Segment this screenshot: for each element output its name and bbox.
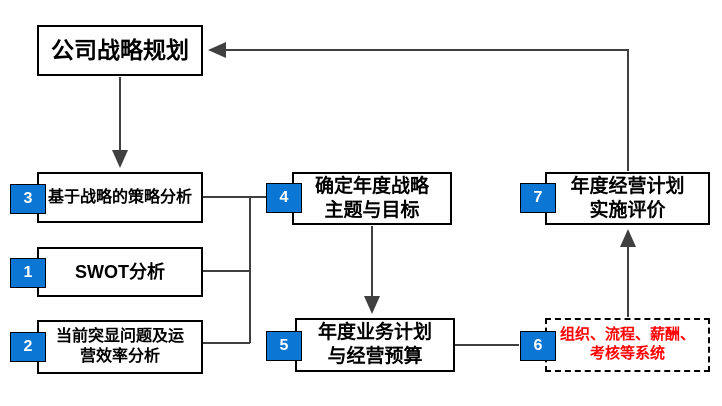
node-business-plan-line2: 与经营预算	[327, 346, 423, 367]
node-strategy-based-analysis-label: 基于战略的策略分析	[47, 188, 192, 206]
node-business-plan-line1: 年度业务计划	[317, 322, 432, 344]
step-badge-4: 4	[266, 183, 302, 213]
node-annual-strategy-line1: 确定年度战略	[314, 175, 429, 197]
node-current-issues-line2: 营效率分析	[79, 348, 160, 365]
step-badge-1: 1	[10, 258, 46, 288]
step-badge-3: 3	[10, 184, 46, 214]
node-current-issues-line1: 当前突显问题及运	[55, 328, 184, 345]
node-swot-analysis-label: SWOT分析	[75, 261, 165, 282]
node-current-issues-analysis: 当前突显问题及运 营效率分析	[37, 320, 203, 374]
node-annual-plan-evaluation: 年度经营计划 实施评价	[545, 172, 710, 225]
node-org-systems-line1: 组织、流程、薪酬、	[559, 326, 695, 344]
node-org-systems-line2: 考核等系统	[589, 345, 665, 362]
node-org-process-systems: 组织、流程、薪酬、 考核等系统	[545, 318, 710, 372]
node-plan-evaluation-line1: 年度经营计划	[570, 175, 685, 197]
node-swot-analysis: SWOT分析	[37, 247, 203, 297]
node-annual-strategy-line2: 主题与目标	[324, 199, 420, 221]
step-badge-2: 2	[10, 332, 46, 362]
node-annual-business-plan: 年度业务计划 与经营预算	[295, 318, 455, 372]
step-badge-7: 7	[520, 183, 556, 213]
node-company-strategy: 公司战略规划	[37, 25, 203, 76]
node-company-strategy-label: 公司战略规划	[51, 37, 189, 64]
node-annual-strategy-theme: 确定年度战略 主题与目标	[292, 172, 452, 225]
step-badge-5: 5	[266, 331, 302, 361]
node-strategy-based-analysis: 基于战略的策略分析	[37, 172, 203, 223]
node-plan-evaluation-line2: 实施评价	[589, 199, 666, 221]
step-badge-6: 6	[520, 331, 556, 361]
arrow-node7-to-strategy	[208, 42, 629, 171]
